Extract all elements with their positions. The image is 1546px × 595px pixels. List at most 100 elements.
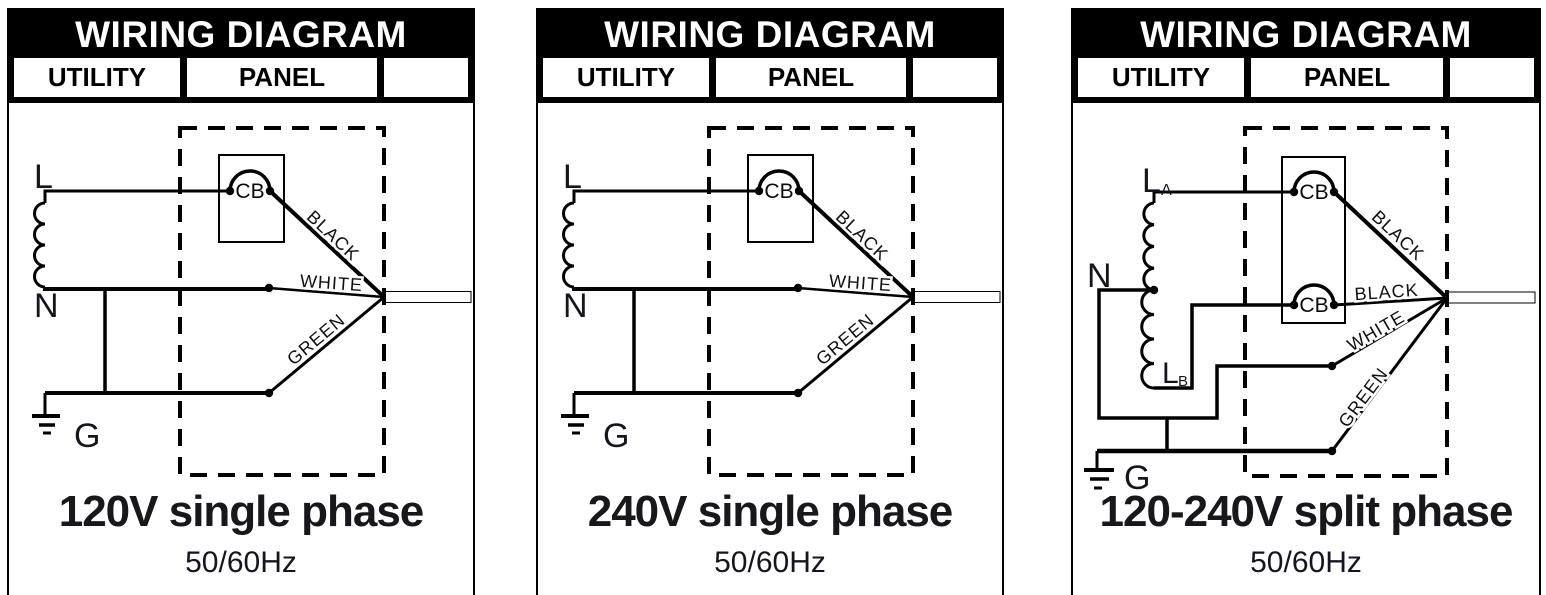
line-a-label: L [1142, 162, 1161, 200]
column-header-panel: PANEL [716, 58, 906, 97]
breaker-terminal-dot [1289, 300, 1299, 310]
utility-transformer-coil [562, 201, 575, 289]
white-wire-label: WHITE [1344, 306, 1409, 355]
white-wire [1331, 296, 1448, 368]
white-junction-dot [264, 283, 274, 293]
column-header-row: UTILITY PANEL [1073, 58, 1539, 97]
panel-header: WIRING DIAGRAM UTILITY PANEL [9, 8, 473, 103]
white-junction-dot [793, 283, 803, 293]
panel-header: WIRING DIAGRAM UTILITY PANEL [1073, 8, 1539, 103]
black-wire-label: BLACK [303, 206, 363, 264]
earth-ground-icon [32, 393, 60, 435]
black-top-wire-label: BLACK [1368, 206, 1428, 264]
line-b-label: L [1162, 357, 1179, 390]
circuit-breaker-box [1281, 156, 1346, 324]
neutral-wire [572, 287, 798, 291]
column-header-utility: UTILITY [1078, 58, 1244, 97]
breaker-terminal-dot [1329, 300, 1339, 310]
white-wire [268, 286, 385, 299]
line-wire [43, 189, 230, 203]
line-b-wire [1154, 303, 1294, 390]
breaker-terminal-dot [1329, 187, 1339, 197]
breaker-terminal-dot [265, 186, 275, 196]
breaker-terminal-dot [754, 186, 764, 196]
circuit-breaker-box [747, 154, 814, 243]
green-wire-label: GREEN [283, 310, 349, 370]
column-header-utility: UTILITY [543, 58, 709, 97]
line-b-subscript: B [1178, 373, 1188, 390]
black-wire-top [1332, 190, 1449, 300]
green-junction-dot [264, 388, 274, 398]
utility-transformer-coil-top [1142, 201, 1155, 292]
breaker-label: CB [235, 180, 264, 203]
center-tap-dot [1149, 285, 1159, 295]
column-header-output [384, 58, 468, 97]
diagram-caption: 240V single phase [587, 487, 954, 536]
earth-ground-icon [561, 393, 589, 435]
black-wire-bottom [1333, 296, 1448, 307]
breaker-arc-top [1292, 170, 1336, 193]
breaker-arc [757, 169, 801, 192]
panel-120v: WIRING DIAGRAM UTILITY PANEL [7, 8, 475, 595]
breaker-terminal-dot [225, 186, 235, 196]
column-header-panel: PANEL [1251, 58, 1443, 97]
panel-boundary-dashed-box [707, 126, 915, 477]
black-wire [268, 189, 386, 299]
panel-title: WIRING DIAGRAM [75, 14, 407, 55]
white-junction-dot [1327, 361, 1337, 371]
circuit-diagram-120v: L N G CB BLACK WHITE GREEN [32, 126, 472, 477]
output-cable [912, 291, 1001, 303]
black-wire-label: BLACK [832, 206, 892, 264]
utility-transformer-coil-bottom [1140, 288, 1155, 390]
line-a-subscript: A [1161, 182, 1172, 199]
line-label: L [34, 158, 53, 196]
green-wire-label: GREEN [812, 310, 878, 370]
green-junction-dot [793, 388, 803, 398]
column-header-output [1450, 58, 1534, 97]
neutral-label: N [563, 287, 588, 325]
diagram-caption: 120V single phase [58, 487, 425, 536]
ground-label: G [74, 417, 100, 455]
output-cable [1446, 291, 1536, 304]
column-header-row: UTILITY PANEL [9, 58, 473, 97]
diagram-caption: 120-240V split phase [1099, 487, 1514, 536]
ground-label: G [1124, 459, 1150, 493]
column-header-utility: UTILITY [14, 58, 180, 97]
neutral-wire [1097, 288, 1332, 420]
column-header-panel: PANEL [187, 58, 377, 97]
green-wire-label: GREEN [1334, 364, 1392, 431]
panel-title: WIRING DIAGRAM [604, 14, 936, 55]
column-header-row: UTILITY PANEL [538, 58, 1002, 97]
panel-120-240v: WIRING DIAGRAM UTILITY PANEL [1071, 8, 1541, 595]
earth-ground-icon [1084, 451, 1114, 490]
green-wire [797, 295, 914, 395]
panel-header: WIRING DIAGRAM UTILITY PANEL [538, 8, 1002, 103]
breaker-arc-bottom [1292, 283, 1336, 306]
breaker-terminal-dot [1289, 187, 1299, 197]
circuit-diagram-split-phase: L A L B N G CB CB BLACK BLACK WHITE GREE… [1084, 126, 1536, 493]
frequency-caption: 50/60Hz [185, 546, 297, 579]
green-wire [1330, 297, 1449, 452]
panel-boundary-dashed-box [178, 126, 386, 477]
circuit-breaker-box [218, 154, 285, 243]
breaker-arc [228, 169, 272, 192]
panel-title: WIRING DIAGRAM [1140, 14, 1472, 55]
neutral-wire [43, 287, 269, 291]
circuit-diagram-240v: L N G CB BLACK WHITE GREEN [561, 126, 1001, 477]
neutral-label: N [1087, 257, 1112, 295]
black-wire [797, 189, 915, 299]
breaker-label: CB [764, 180, 793, 203]
ground-label: G [603, 417, 629, 455]
line-wire [572, 189, 759, 203]
output-cable [383, 291, 472, 303]
frequency-caption: 50/60Hz [714, 546, 826, 579]
green-wire [268, 295, 385, 395]
column-header-output [913, 58, 997, 97]
line-a-wire [1152, 190, 1294, 203]
line-label: L [563, 158, 582, 196]
green-junction-dot [1327, 446, 1337, 456]
breaker-bottom-label: CB [1299, 294, 1328, 317]
utility-transformer-coil [33, 201, 46, 289]
neutral-label: N [34, 287, 59, 325]
frequency-caption: 50/60Hz [1250, 546, 1362, 579]
